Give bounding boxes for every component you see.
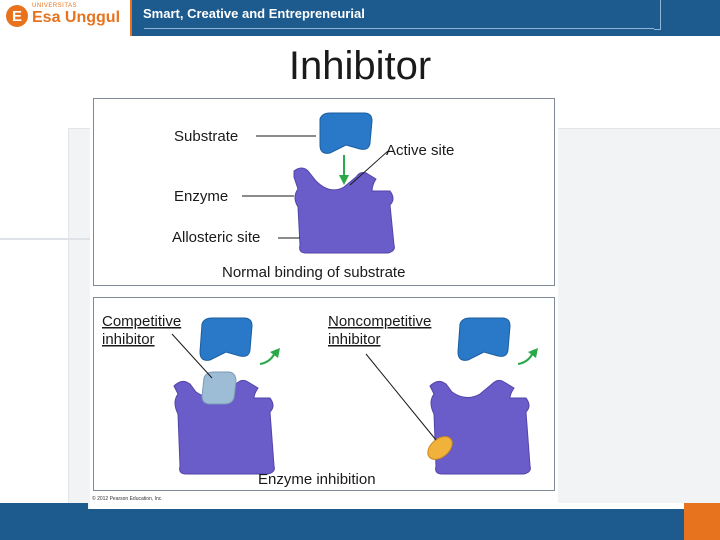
slide-title: Inhibitor — [288, 44, 432, 88]
panel-enzyme-inhibition: Competitive inhibitor Noncompetitive inh… — [93, 297, 555, 491]
logo-text: Esa Unggul — [32, 9, 121, 26]
copyright-notice: © 2012 Pearson Education, Inc. — [92, 496, 163, 502]
competitive-substrate-shape — [199, 317, 253, 361]
header-banner: E UNIVERSITAS Esa Unggul Smart, Creative… — [0, 0, 720, 36]
label-enzyme: Enzyme — [174, 188, 228, 205]
label-noncompetitive-line1: Noncompetitive — [328, 313, 431, 330]
competitive-leader — [171, 333, 213, 379]
label-competitive-line1: Competitive — [102, 313, 181, 330]
active-site-leader — [349, 150, 389, 186]
noncompetitive-inhibitor-shape — [427, 436, 453, 460]
enzyme-shape — [293, 167, 395, 254]
logo-subtext: UNIVERSITAS — [32, 3, 78, 9]
header-notch — [654, 0, 661, 30]
panel-normal-binding: Substrate Active site Enzyme Allosteric … — [93, 98, 555, 286]
header-divider — [144, 28, 654, 29]
footer-accent — [684, 503, 720, 540]
noncompetitive-leader — [365, 353, 437, 441]
background-strip — [0, 238, 90, 240]
footer-bar-left — [0, 503, 88, 540]
label-noncompetitive-line2: inhibitor — [328, 331, 381, 348]
tagline: Smart, Creative and Entrepreneurial — [143, 6, 365, 21]
footer-bar — [88, 509, 684, 540]
normal-binding-illustration: Substrate Active site Enzyme Allosteric … — [172, 112, 454, 281]
inhibition-illustration: Competitive inhibitor Noncompetitive inh… — [102, 313, 538, 488]
label-allosteric-site: Allosteric site — [172, 229, 260, 246]
enzyme-shape-noncompetitive — [429, 379, 531, 475]
caption-normal-binding: Normal binding of substrate — [222, 264, 405, 281]
noncompetitive-substrate-shape — [457, 317, 511, 361]
logo-emblem-icon: E — [6, 5, 28, 27]
footer-gap — [558, 503, 684, 509]
label-active-site: Active site — [386, 142, 454, 159]
enzyme-inhibition-figure: Substrate Active site Enzyme Allosteric … — [90, 95, 558, 509]
label-competitive-line2: inhibitor — [102, 331, 155, 348]
competitive-arrow-head — [270, 348, 280, 358]
label-substrate: Substrate — [174, 128, 238, 145]
caption-enzyme-inhibition: Enzyme inhibition — [258, 471, 376, 488]
substrate-shape — [319, 112, 373, 154]
competitive-inhibitor-shape — [201, 371, 237, 405]
noncompetitive-arrow-head — [528, 348, 538, 358]
university-logo[interactable]: E UNIVERSITAS Esa Unggul — [0, 0, 132, 36]
binding-arrow-head — [339, 175, 349, 185]
